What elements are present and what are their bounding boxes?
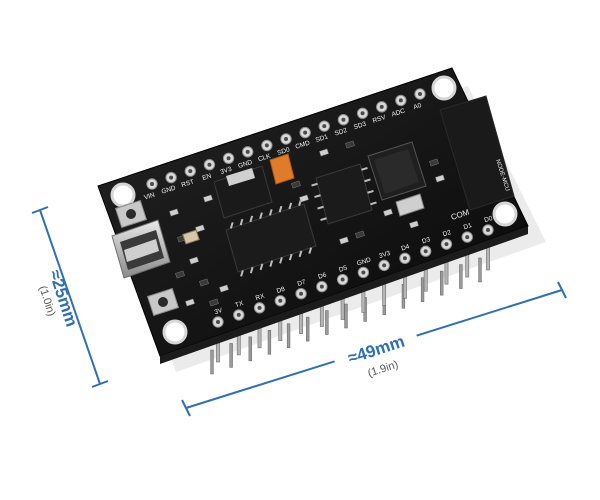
smd-part	[345, 140, 355, 149]
bottom-pin-label: 3V	[214, 307, 224, 316]
top-pin-label: EN	[202, 172, 213, 182]
top-pin-label: CMD	[295, 139, 312, 150]
smd-part	[185, 298, 195, 307]
mounting-hole	[431, 75, 457, 101]
smd-part	[383, 208, 393, 217]
mounting-hole	[162, 319, 188, 345]
wifi-soc-chip	[367, 141, 427, 201]
bottom-pin-label: D4	[400, 243, 410, 252]
top-pin-label: A0	[413, 102, 423, 111]
header-pin	[344, 303, 348, 329]
header-pin	[459, 264, 463, 289]
top-pin-label: ADC	[391, 107, 407, 118]
header-pin	[267, 330, 272, 355]
flash-button	[146, 287, 180, 317]
bottom-pin-label: D8	[276, 286, 286, 295]
smd-part	[429, 158, 439, 167]
mounting-hole	[492, 201, 518, 227]
top-pin-label: VIN	[143, 191, 156, 201]
bottom-pin-label: D5	[338, 264, 348, 273]
usb-serial-chip	[225, 199, 317, 277]
smd-part	[209, 298, 219, 307]
header-pin	[306, 316, 310, 342]
top-pin-label: SD1	[315, 133, 330, 144]
smd-part	[189, 256, 199, 265]
bottom-pin-pads	[212, 224, 494, 328]
smd-part	[339, 236, 349, 245]
pcb-edge	[160, 226, 528, 364]
top-pin-label: RST	[181, 178, 196, 189]
smd-part	[169, 208, 179, 217]
voltage-regulator	[213, 165, 273, 219]
header-pin	[286, 323, 291, 348]
width-dimension-line	[39, 209, 101, 385]
top-pin-label: SD3	[353, 120, 368, 131]
smd-part	[409, 220, 419, 229]
header-pin	[229, 343, 233, 368]
smd-part	[203, 194, 213, 203]
bottom-pin-label: D1	[463, 222, 473, 231]
header-pin	[420, 277, 425, 302]
smd-part	[299, 194, 309, 203]
top-pin-label: CLK	[257, 153, 272, 164]
smd-part	[319, 148, 329, 157]
header-pin	[440, 270, 444, 296]
flash-memory-chip	[311, 163, 377, 225]
top-pin-label: RSV	[372, 114, 388, 125]
reset-button	[114, 199, 148, 229]
bottom-pin-labels: 3V TX RX D8 D7 D6 D5 GND 3V3 D4 D3 D2 D1 D0	[214, 215, 494, 316]
smd-components	[169, 140, 445, 307]
bottom-pin-label: D7	[297, 279, 307, 288]
bottom-pin-label: 3V3	[378, 250, 392, 260]
bottom-pin-label: RX	[255, 292, 266, 302]
mounting-hole	[110, 182, 136, 208]
bottom-pin-label: D2	[442, 229, 452, 238]
micro-usb-connector	[111, 219, 171, 279]
top-pin-label: 3V3	[220, 166, 234, 176]
smd-part	[435, 174, 445, 183]
bottom-pin-label: D3	[421, 236, 431, 245]
header-pin	[248, 336, 252, 362]
ceramic-capacitor	[182, 229, 200, 245]
crystal-oscillator	[395, 193, 425, 217]
bottom-pin-label: GND	[356, 256, 372, 267]
header-pin	[325, 310, 329, 335]
smd-part	[219, 284, 229, 293]
top-pin-label: SD0	[276, 146, 291, 157]
smd-part	[355, 230, 365, 239]
smd-part	[291, 180, 301, 189]
top-pin-label: GND	[237, 159, 253, 170]
bottom-pin-label: D6	[317, 271, 327, 280]
top-pin-pads	[146, 88, 426, 190]
width-dimension: ≈25mm (1.0in)	[31, 206, 109, 388]
header-pin	[210, 349, 214, 375]
smd-part	[175, 270, 185, 279]
header-pin	[478, 257, 482, 283]
top-pin-label: GND	[161, 184, 177, 195]
bottom-pin-label: D0	[484, 215, 494, 224]
tantalum-capacitor	[269, 153, 295, 185]
smd-part	[199, 278, 209, 287]
bottom-pin-label: TX	[234, 300, 245, 309]
pcb-antenna-area	[439, 95, 515, 211]
top-pin-label: SD2	[334, 127, 349, 138]
top-pin-labels: VINGNDRSTEN3V3GNDCLKSD0CMDSD1SD2SD3RSVAD…	[143, 102, 422, 202]
